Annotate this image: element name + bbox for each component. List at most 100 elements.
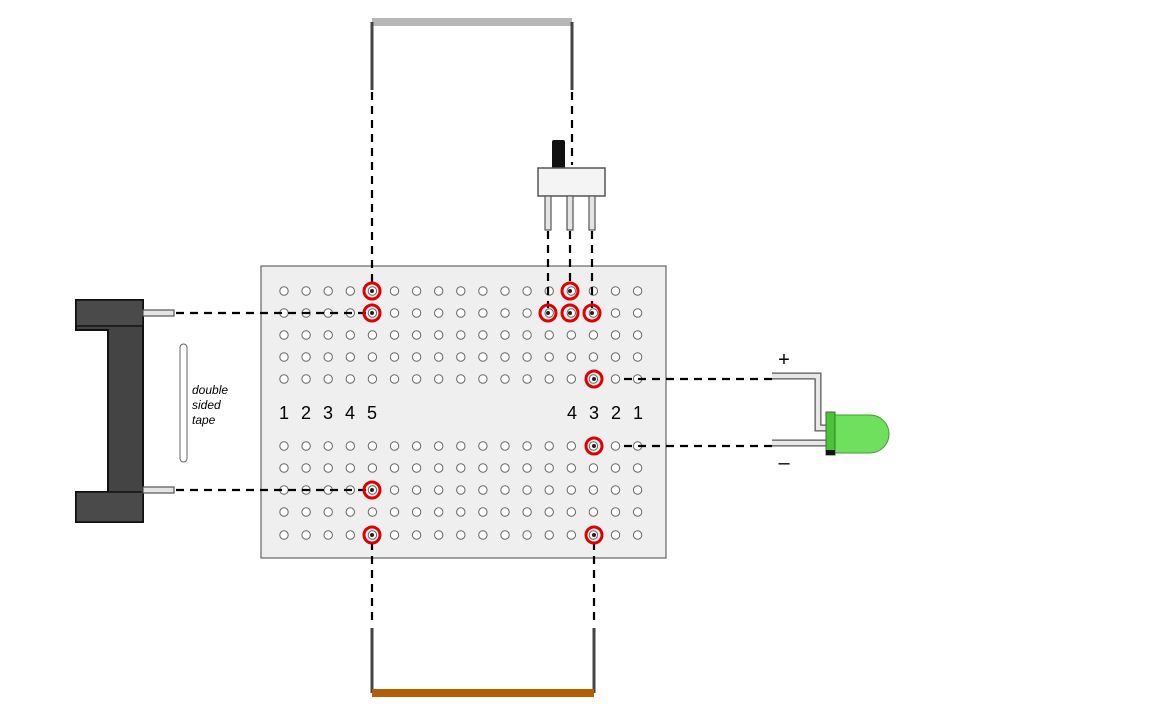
breadboard-hole [500,308,510,318]
battery-holder [75,299,175,523]
tape-label-line-1: double [192,383,228,397]
right-column-label: 4 [567,403,577,423]
breadboard-hole [411,463,422,473]
breadboard-hole [411,485,422,495]
breadboard-hole [500,352,510,362]
breadboard-hole [478,530,488,540]
hole-pin-marker [592,377,596,381]
breadboard-hole [456,507,466,517]
breadboard-hole [610,330,621,340]
breadboard-hole [411,441,422,451]
highlighted-hole [362,525,382,545]
breadboard-hole [588,330,599,340]
breadboard-hole [367,441,378,451]
led: + – [772,349,890,474]
breadboard-hole [566,530,576,540]
breadboard-hole [544,530,554,540]
breadboard-hole [345,330,355,340]
highlighted-hole [560,281,580,301]
right-column-label: 3 [589,403,599,423]
tape-strip [179,343,188,463]
breadboard-hole [610,507,621,517]
battery-holder-top-cap [75,299,144,327]
hole-pin-marker [568,289,572,293]
breadboard-hole [434,286,444,296]
tape-label-line-3: tape [192,413,216,427]
switch-knob [552,140,565,172]
led-rim [825,411,836,456]
right-column-labels: 4 3 2 1 [567,403,643,423]
breadboard-hole [434,507,444,517]
breadboard-hole [522,463,532,473]
breadboard-hole [279,330,289,340]
breadboard-hole [566,485,576,495]
led-flat-edge [826,450,835,455]
breadboard-hole [588,507,599,517]
breadboard-hole [456,352,466,362]
breadboard-hole [456,374,466,384]
highlighted-hole [538,303,558,323]
breadboard-hole [610,485,621,495]
hole-pin-marker [590,311,594,315]
breadboard-hole [456,530,466,540]
left-column-label: 4 [345,403,355,423]
slide-switch [537,140,606,231]
hole-pin-marker [370,311,374,315]
breadboard-hole [500,330,510,340]
breadboard-hole [632,286,643,296]
breadboard-hole [456,485,466,495]
breadboard-hole [610,352,621,362]
breadboard-hole [500,374,510,384]
breadboard-hole [323,374,333,384]
switch-pin-left [544,195,552,231]
switch-body [537,167,606,197]
breadboard-hole [478,286,488,296]
highlighted-hole [584,369,604,389]
breadboard-hole [389,485,400,495]
breadboard-hole [544,485,554,495]
top-wire [370,18,574,90]
breadboard-hole [301,530,311,540]
breadboard-hole [500,507,510,517]
breadboard-hole [632,485,643,495]
breadboard-hole [566,463,576,473]
hole-pin-marker [592,444,596,448]
breadboard-hole [389,330,400,340]
breadboard-hole [456,463,466,473]
breadboard-hole [345,507,355,517]
breadboard-hole [301,441,311,451]
breadboard-hole [610,374,621,384]
breadboard-hole [367,463,378,473]
breadboard-hole [500,463,510,473]
breadboard-hole [411,308,422,318]
breadboard-hole [389,530,400,540]
breadboard-hole [588,352,599,362]
breadboard-hole [367,507,378,517]
battery-top-terminal [142,309,175,317]
breadboard-hole [279,352,289,362]
hole-pin-marker [546,311,550,315]
bottom-wire [370,628,596,697]
hole-pin-marker [370,533,374,537]
breadboard-hole [478,507,488,517]
battery-holder-body [75,299,144,523]
breadboard-hole [544,463,554,473]
breadboard-hole [323,463,333,473]
double-sided-tape: double sided tape [179,343,228,463]
breadboard-hole [566,374,576,384]
breadboard-hole [411,330,422,340]
breadboard-hole [588,286,599,296]
breadboard-hole [323,330,333,340]
breadboard-hole [301,330,311,340]
breadboard-hole [389,463,400,473]
breadboard-hole [367,352,378,362]
right-column-label: 2 [611,403,621,423]
breadboard-hole [389,308,400,318]
breadboard-hole [544,286,554,296]
breadboard-hole [456,308,466,318]
breadboard-hole [522,507,532,517]
breadboard-hole [500,441,510,451]
breadboard-hole [345,441,355,451]
breadboard-hole [279,507,289,517]
